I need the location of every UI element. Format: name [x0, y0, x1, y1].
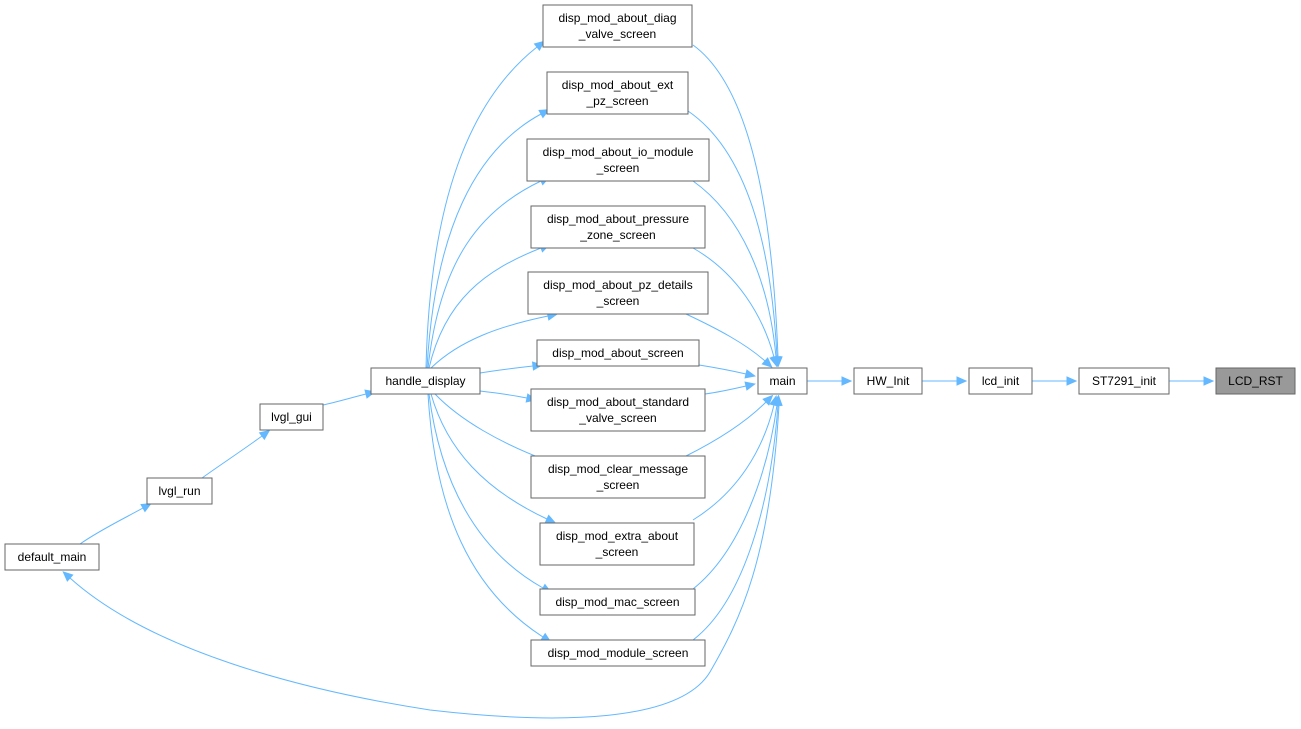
node-box: [530, 639, 706, 667]
node-box: [968, 367, 1033, 395]
node-label: lcd_init: [982, 374, 1020, 388]
node-io-module[interactable]: disp_mod_about_io_module _screen: [526, 138, 710, 182]
edge-lcd_init-to-st7291_init: [1032, 376, 1078, 386]
node-st7291-init[interactable]: ST7291_init: [1078, 367, 1170, 395]
node-label: disp_mod_about_standard: [547, 395, 689, 409]
node-label: disp_mod_about_pressure: [547, 212, 689, 226]
node-label: handle_display: [385, 374, 465, 388]
node-label: disp_mod_mac_screen: [555, 595, 679, 609]
node-diag-valve[interactable]: disp_mod_about_diag _valve_screen: [542, 4, 693, 48]
node-label: ST7291_init: [1092, 374, 1157, 388]
node-box: [539, 588, 696, 616]
node-label: disp_mod_extra_about: [556, 529, 679, 543]
node-label: default_main: [18, 550, 87, 564]
edge-pz_details-to-main: [685, 313, 773, 368]
node-box: [536, 339, 700, 367]
edge-handle_display-to-about_screen: [479, 361, 544, 374]
node-clear-message[interactable]: disp_mod_clear_message _screen: [530, 455, 706, 499]
node-label: HW_Init: [867, 374, 910, 388]
node-label: disp_mod_clear_message: [548, 462, 688, 476]
edge-module_screen-to-main: [692, 394, 783, 641]
node-pz-details[interactable]: disp_mod_about_pz_details _screen: [527, 271, 709, 315]
node-label: _valve_screen: [578, 411, 656, 425]
node-ext-pz[interactable]: disp_mod_about_ext _pz_screen: [546, 71, 689, 115]
node-box: [4, 543, 100, 571]
node-mac-screen[interactable]: disp_mod_mac_screen: [539, 588, 696, 616]
edge-extra_about-to-main: [692, 395, 779, 521]
node-label: _screen: [596, 161, 640, 175]
nodes-layer: LCD_RST ST7291_init lcd_init HW_Init main dis…: [4, 4, 1296, 667]
edge-main-to-hw_init: [807, 376, 853, 386]
edge-default_main-to-lvgl_run: [79, 503, 152, 545]
node-box: [530, 455, 706, 499]
node-default-main[interactable]: default_main: [4, 543, 100, 571]
node-box: [1078, 367, 1170, 395]
node-lvgl-run[interactable]: lvgl_run: [146, 477, 213, 505]
node-box: [259, 403, 324, 431]
node-label: _screen: [596, 294, 640, 308]
node-box: [146, 477, 213, 505]
node-label: _pz_screen: [585, 94, 648, 108]
node-box: [530, 388, 706, 432]
node-module-screen[interactable]: disp_mod_module_screen: [530, 639, 706, 667]
edge-handle_display-to-ext_pz: [426, 109, 550, 369]
node-box: [542, 4, 693, 48]
edge-lvgl_gui-to-handle_display: [322, 389, 376, 406]
node-box: [527, 271, 709, 315]
node-label: disp_mod_about_ext: [562, 78, 674, 92]
node-box: [526, 138, 710, 182]
node-box: [757, 367, 808, 395]
node-label: LCD_RST: [1228, 374, 1283, 388]
node-label: lvgl_run: [158, 484, 200, 498]
node-pressure-zone[interactable]: disp_mod_about_pressure _zone_screen: [530, 205, 706, 249]
node-standard-valve[interactable]: disp_mod_about_standard _valve_screen: [530, 388, 706, 432]
node-lcd-init[interactable]: lcd_init: [968, 367, 1033, 395]
edge-standard_valve-to-main: [704, 381, 756, 395]
node-label: disp_mod_about_io_module: [543, 145, 694, 159]
node-lvgl-gui[interactable]: lvgl_gui: [259, 403, 324, 431]
node-main[interactable]: main: [757, 367, 808, 395]
edge-lvgl_run-to-lvgl_gui: [201, 429, 271, 479]
node-label: disp_mod_about_screen: [552, 346, 683, 360]
edge-handle_display-to-standard_valve: [479, 390, 538, 403]
node-label: _screen: [595, 545, 639, 559]
node-label: disp_mod_about_diag: [558, 11, 676, 25]
node-label: lvgl_gui: [271, 410, 312, 424]
node-label: disp_mod_module_screen: [548, 646, 689, 660]
edge-pressure_zone-to-main: [692, 247, 779, 367]
edge-handle_display-to-diag_valve: [425, 40, 546, 369]
edge-st7291_init-to-lcd_rst: [1169, 376, 1215, 386]
node-lcd-rst: LCD_RST: [1215, 367, 1296, 395]
edge-default_main-to-main: [62, 404, 780, 719]
edge-diag_valve-to-main: [692, 44, 783, 368]
node-box: [539, 522, 695, 566]
node-box: [1215, 367, 1296, 395]
edge-hw_init-to-lcd_init: [922, 376, 968, 386]
node-about-screen[interactable]: disp_mod_about_screen: [536, 339, 700, 367]
node-label: _zone_screen: [579, 228, 655, 242]
node-extra-about[interactable]: disp_mod_extra_about _screen: [539, 522, 695, 566]
node-hw-init[interactable]: HW_Init: [853, 367, 923, 395]
node-label: main: [769, 374, 795, 388]
node-box: [530, 205, 706, 249]
node-label: disp_mod_about_pz_details: [543, 278, 692, 292]
edges-layer: [62, 40, 1215, 719]
node-label: _screen: [596, 478, 640, 492]
edge-clear_message-to-main: [685, 394, 774, 457]
edge-about_screen-to-main: [698, 364, 756, 379]
node-box: [546, 71, 689, 115]
node-box: [370, 367, 481, 395]
node-handle-display[interactable]: handle_display: [370, 367, 481, 395]
node-label: _valve_screen: [578, 27, 656, 41]
node-box: [853, 367, 923, 395]
